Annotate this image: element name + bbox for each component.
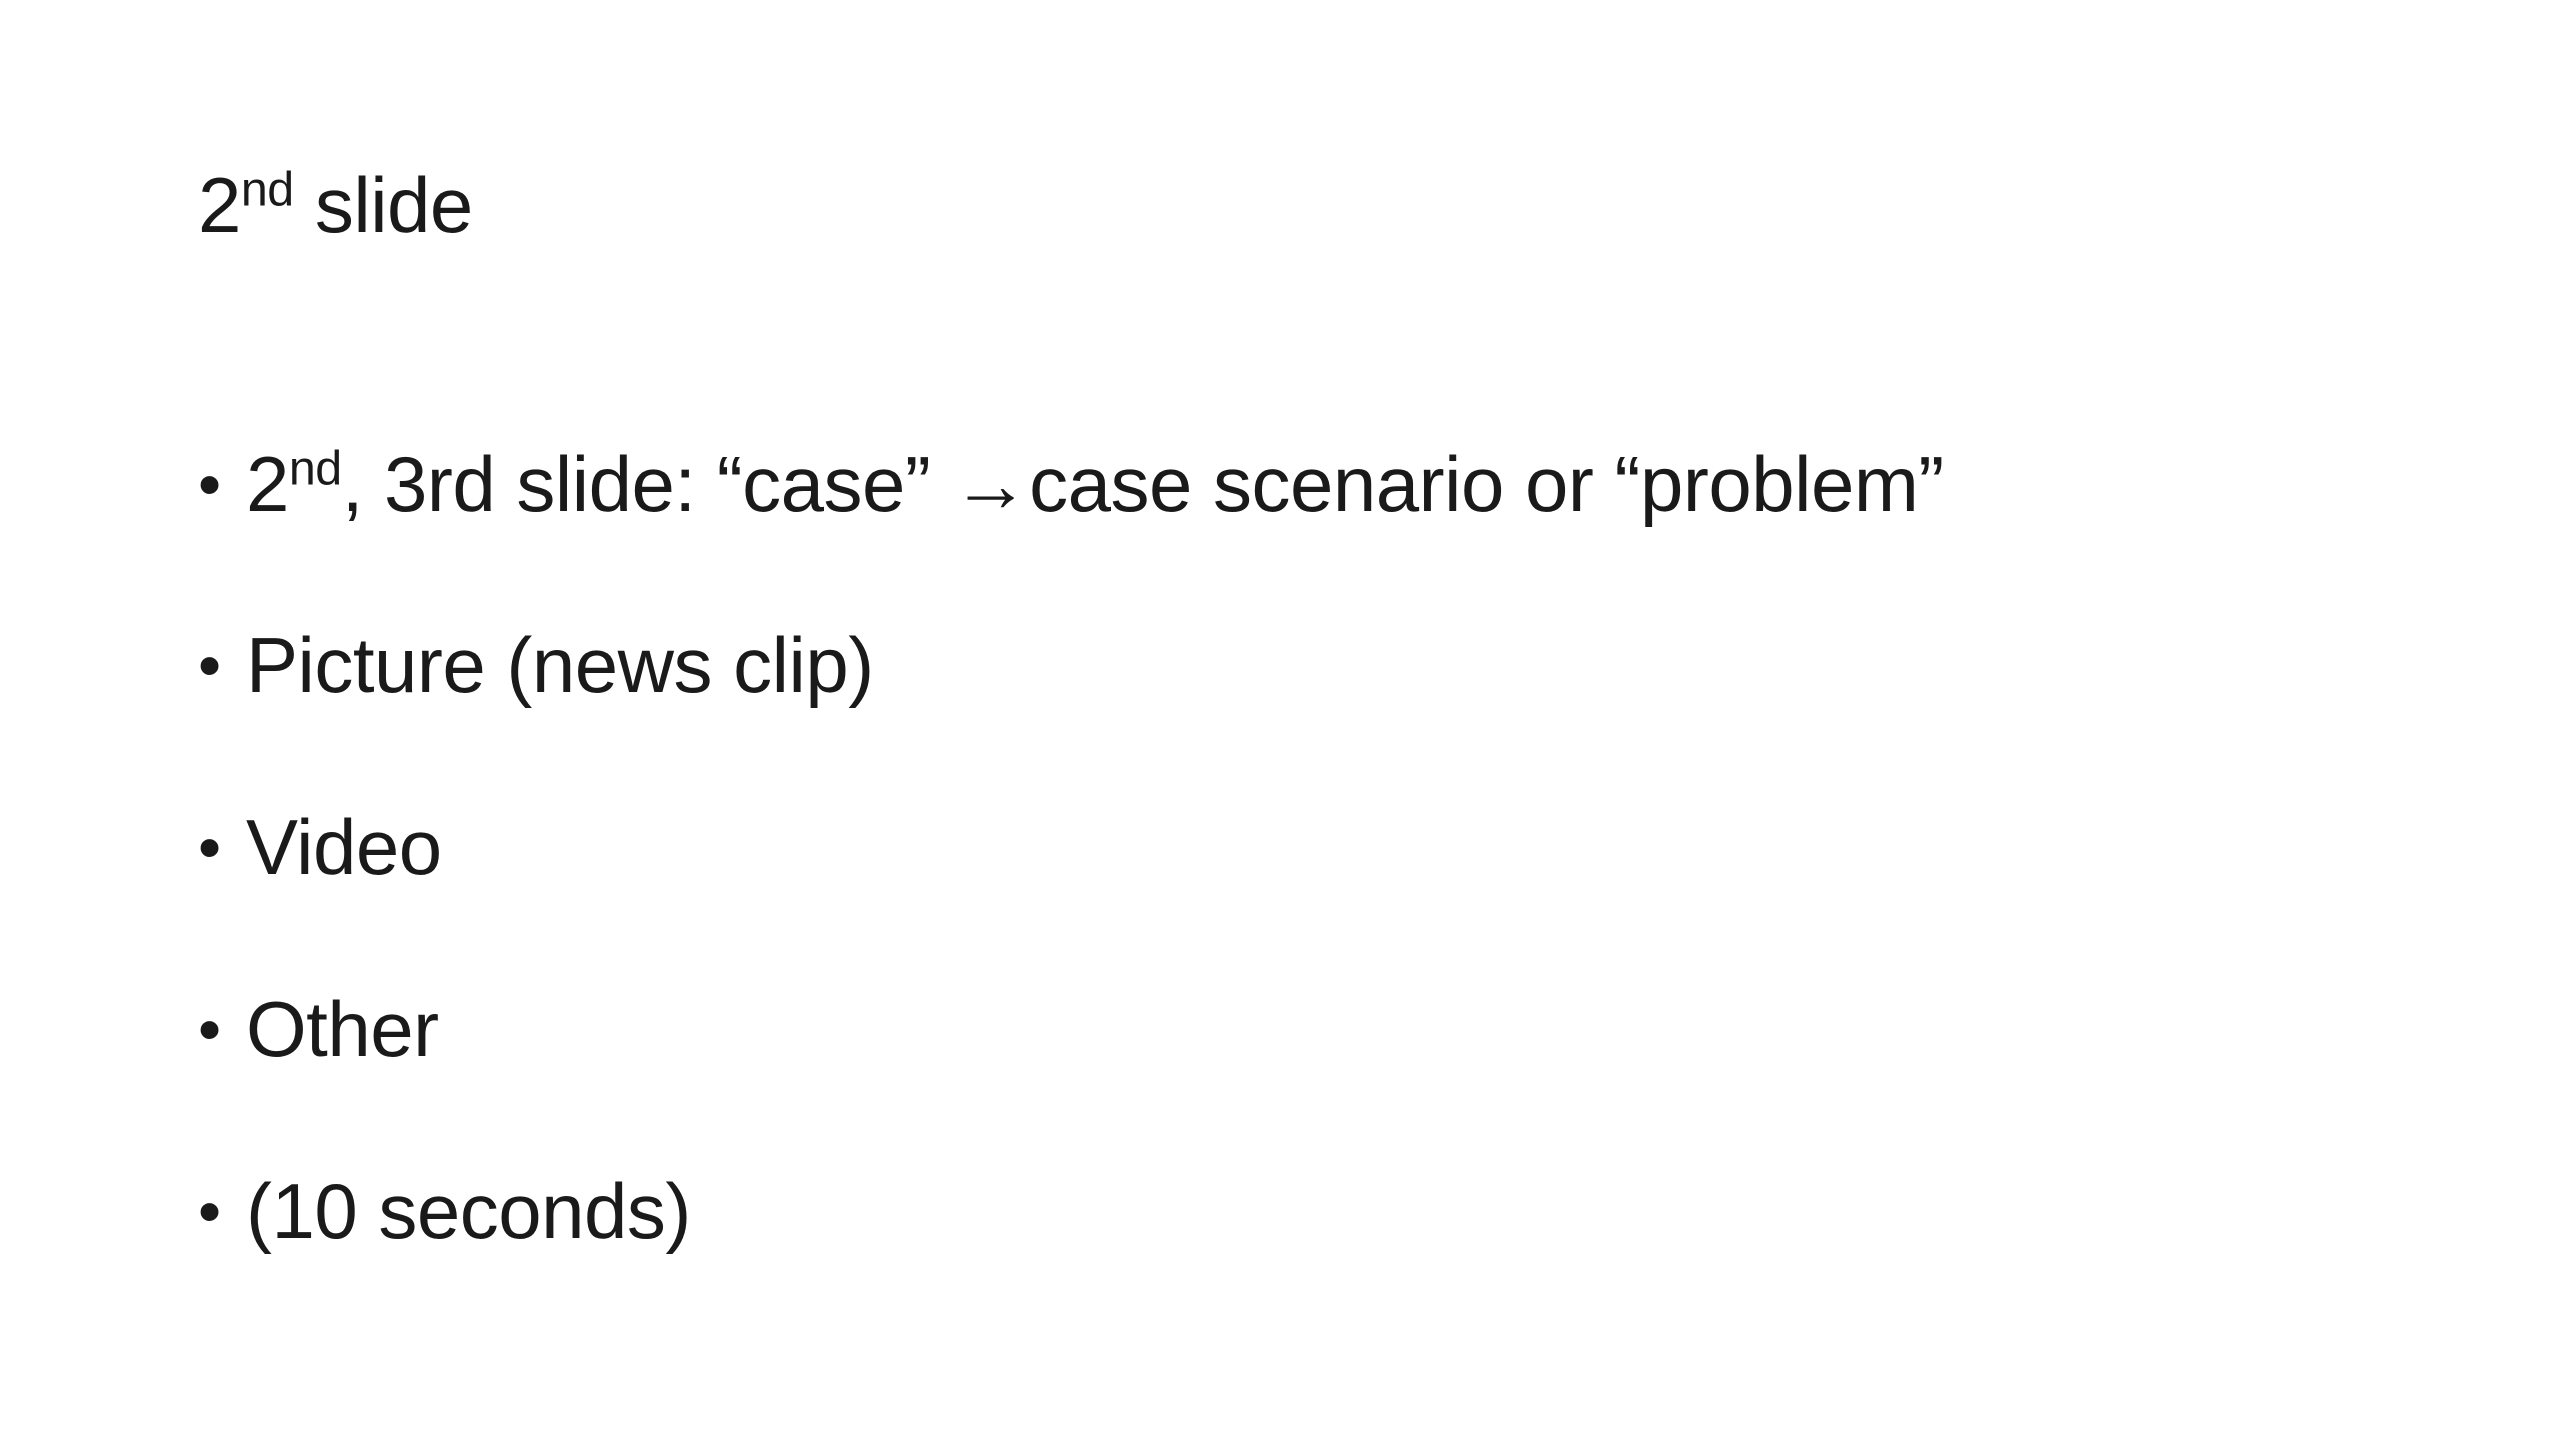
bullet-label: , 3rd slide: “case” →case scenario or “p… <box>341 440 1945 528</box>
bullet-icon: • <box>198 1174 221 1248</box>
bullet-item-video: •Video <box>198 808 442 886</box>
bullet-icon: • <box>198 810 221 884</box>
bullet-label: (10 seconds) <box>246 1167 691 1255</box>
bullet-item-other: •Other <box>198 990 439 1068</box>
bullet-item-picture: •Picture (news clip) <box>198 626 874 704</box>
bullet-ordinal-suffix: nd <box>288 441 342 496</box>
bullet-icon: • <box>198 628 221 702</box>
bullet-label: Other <box>246 985 439 1073</box>
bullet-icon: • <box>198 447 221 521</box>
title-ordinal-suffix: nd <box>240 162 294 217</box>
bullet-label: Video <box>246 803 442 891</box>
bullet-item-duration: •(10 seconds) <box>198 1172 691 1250</box>
bullet-icon: • <box>198 992 221 1066</box>
bullet-text: 2nd, 3rd slide: “case” →case scenario or… <box>246 440 1944 528</box>
slide-title: 2nd slide <box>198 165 473 244</box>
bullet-label: Picture (news clip) <box>246 621 874 709</box>
bullet-item-slides: •2nd, 3rd slide: “case” →case scenario o… <box>198 444 1944 523</box>
title-text: slide <box>293 161 473 249</box>
bullet-number: 2 <box>246 440 289 528</box>
title-number: 2 <box>198 161 241 249</box>
